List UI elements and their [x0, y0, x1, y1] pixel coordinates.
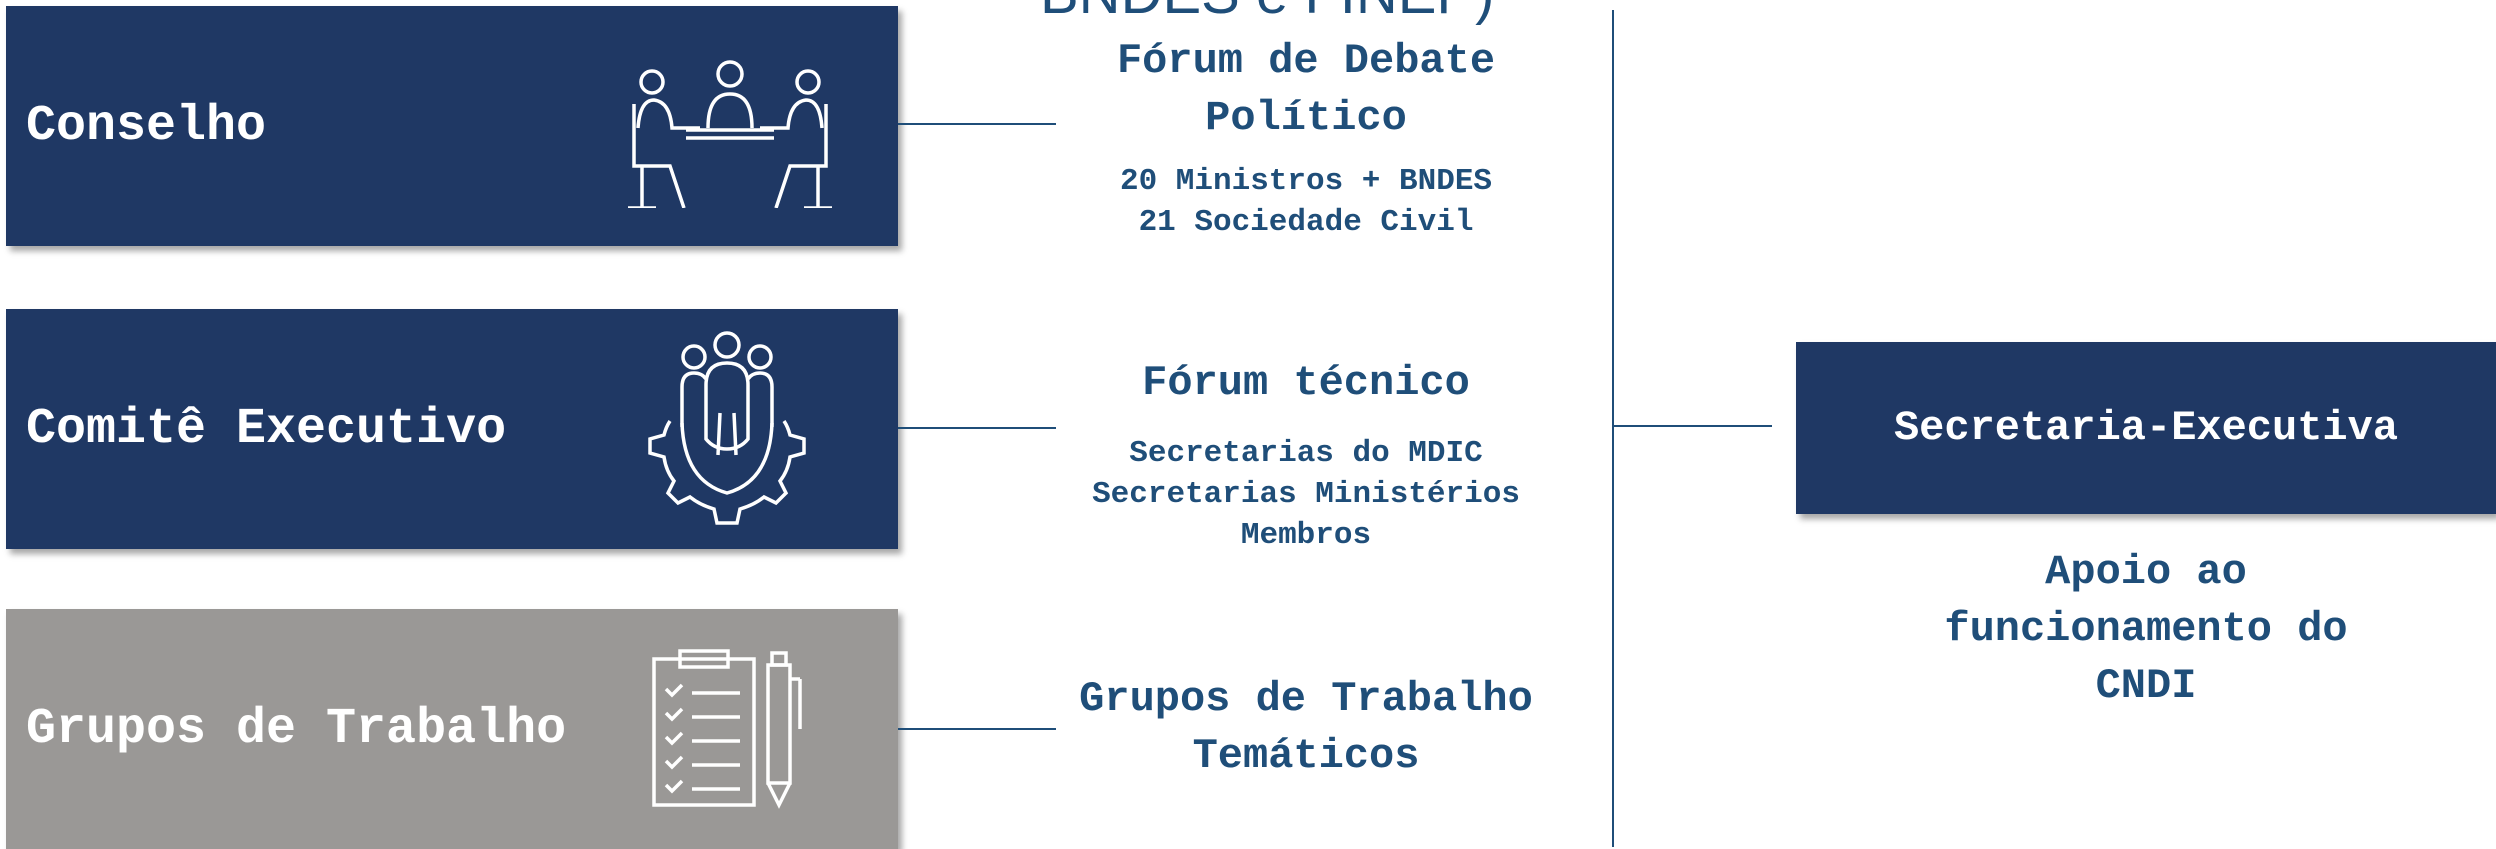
- vertical-divider: [1612, 10, 1614, 847]
- conselho-label: Conselho: [26, 97, 267, 155]
- meeting-table-icon: [628, 60, 832, 208]
- comite-executivo-label: Comitê Executivo: [26, 400, 507, 458]
- description-line: Secretarias Ministérios: [1092, 477, 1520, 512]
- conselho-box: Conselho: [6, 6, 898, 246]
- secretaria-description: Apoio ao funcionamento do CNDI: [1944, 548, 2348, 710]
- forum-debate-politico-heading: Fórum de Debate Político: [1116, 37, 1496, 142]
- connector-line: [898, 123, 1056, 125]
- forum-tecnico-heading: Fórum técnico: [1142, 359, 1470, 407]
- secretaria-executiva-box: Secretaria-Executiva: [1796, 342, 2496, 514]
- connector-line: [898, 427, 1056, 429]
- connector-line: [898, 728, 1056, 730]
- grupos-trabalho-box: Grupos de Trabalho: [6, 609, 898, 849]
- top-clipped-title: BNDES e FINEP): [1040, 0, 1494, 27]
- secretaria-executiva-label: Secretaria-Executiva: [1893, 404, 2399, 452]
- comite-executivo-box: Comitê Executivo: [6, 309, 898, 549]
- grupos-trabalho-tematicos-heading: Grupos de Trabalho Temáticos: [1079, 675, 1533, 780]
- description-line: Secretarias do MDIC: [1129, 436, 1483, 471]
- description-line: 20 Ministros + BNDES: [1119, 164, 1493, 199]
- connector-line: [1612, 425, 1772, 427]
- grupos-trabalho-label: Grupos de Trabalho: [26, 700, 567, 758]
- checklist-pen-icon: [652, 649, 802, 809]
- description-line: Membros: [1240, 518, 1372, 553]
- team-gear-icon: [648, 331, 806, 525]
- description-line: 21 Sociedade Civil: [1138, 205, 1474, 240]
